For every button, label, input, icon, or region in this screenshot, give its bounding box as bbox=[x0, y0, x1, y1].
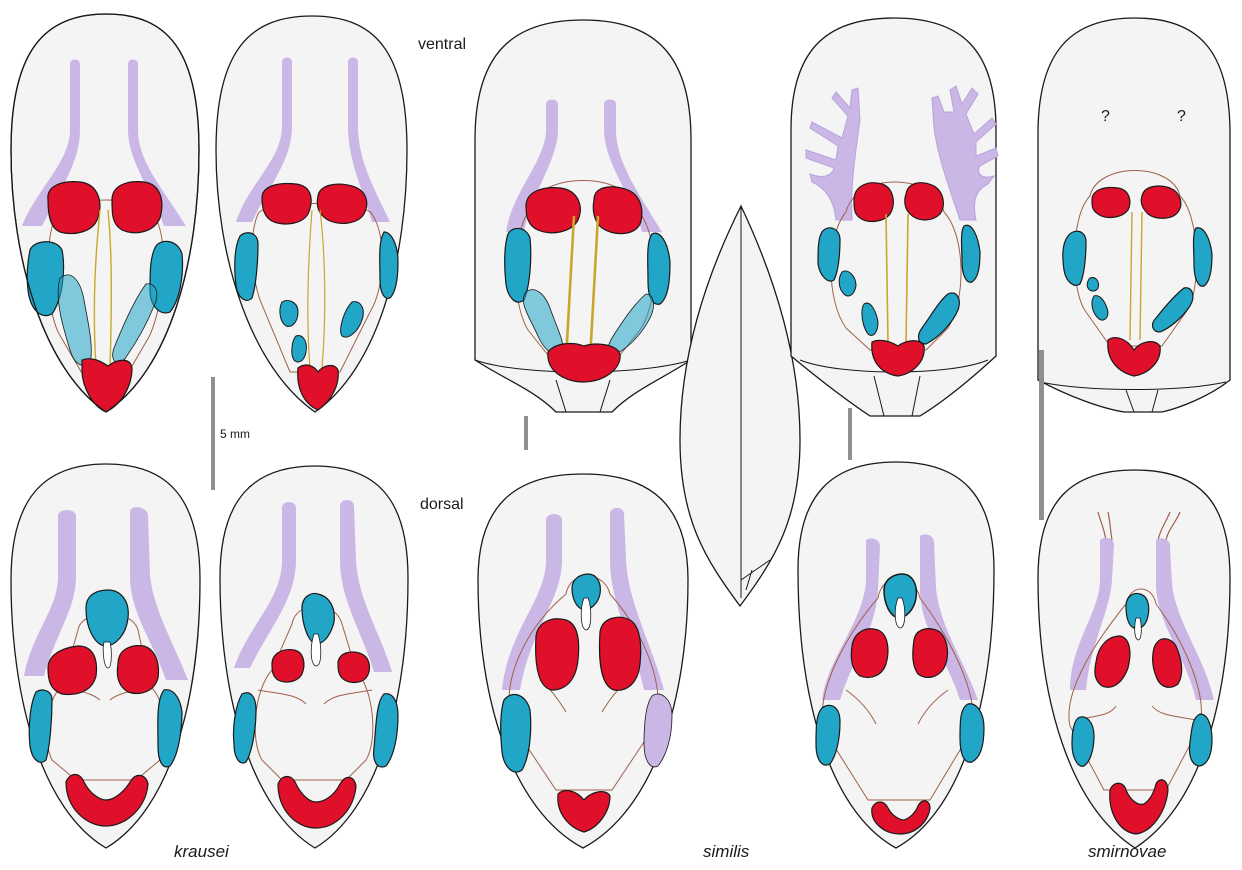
white-cavity bbox=[895, 598, 905, 628]
krausei-dorsal-specimen-1 bbox=[11, 464, 200, 848]
question-mark-right: ? bbox=[1177, 108, 1186, 126]
red-muscle-left bbox=[48, 646, 96, 694]
red-muscle-right bbox=[117, 646, 158, 694]
scale-bar-smirnovae bbox=[1039, 350, 1044, 520]
red-muscle-left bbox=[272, 650, 304, 682]
red-muscle-right bbox=[317, 184, 366, 223]
white-cavity bbox=[1135, 618, 1142, 640]
blue-muscle-right bbox=[158, 690, 182, 767]
question-mark-left: ? bbox=[1101, 108, 1110, 126]
blue-spot-left-1 bbox=[280, 300, 298, 326]
red-muscle-posterior bbox=[82, 359, 132, 412]
blue-muscle-right bbox=[960, 704, 984, 763]
red-muscle-left bbox=[262, 184, 311, 224]
red-muscle-right bbox=[338, 652, 369, 682]
red-muscle-right bbox=[913, 629, 948, 678]
scale-bar-similis-1 bbox=[524, 416, 528, 450]
shell-outline bbox=[1038, 470, 1230, 848]
red-muscle-right bbox=[1141, 186, 1181, 218]
blue-muscle-left bbox=[235, 233, 258, 301]
similis-dorsal-specimen bbox=[478, 474, 688, 848]
red-muscle-right bbox=[905, 183, 944, 220]
blue-muscle-left bbox=[29, 690, 52, 762]
ventral-label: ventral bbox=[418, 36, 466, 54]
krausei-ventral-specimen-2 bbox=[216, 16, 407, 412]
blue-spot-left-2 bbox=[292, 336, 307, 362]
krausei-dorsal-specimen-2 bbox=[220, 466, 408, 848]
red-muscle-right bbox=[600, 617, 641, 690]
blue-muscle-left bbox=[501, 695, 531, 772]
blue-muscle-left bbox=[818, 228, 840, 281]
red-muscle-left bbox=[536, 619, 579, 690]
dorsal-label: dorsal bbox=[420, 496, 464, 514]
red-muscle-right bbox=[593, 187, 642, 234]
red-muscle-left bbox=[48, 182, 100, 234]
similis-dorsal-specimen-2 bbox=[798, 462, 994, 848]
white-cavity bbox=[311, 634, 321, 666]
taxon-label-krausei: krausei bbox=[174, 842, 229, 862]
lavender-muscle-right-lower bbox=[644, 694, 672, 767]
smirnovae-ventral-specimen bbox=[1038, 18, 1230, 412]
taxon-label-smirnovae: smirnovae bbox=[1088, 842, 1166, 862]
blue-muscle-left bbox=[1063, 231, 1086, 285]
smirnovae-dorsal-specimen bbox=[1038, 470, 1230, 848]
white-cavity bbox=[581, 598, 591, 630]
taxon-label-similis: similis bbox=[703, 842, 749, 862]
scale-bar-similis-2 bbox=[848, 408, 852, 460]
blue-spot-left-1 bbox=[1087, 278, 1098, 291]
blade-shape bbox=[680, 206, 800, 606]
red-muscle-left bbox=[854, 183, 893, 222]
similis-ventral-specimen bbox=[475, 20, 691, 412]
red-muscle-right bbox=[112, 182, 162, 233]
shell-outline bbox=[798, 462, 994, 848]
krausei-ventral-specimen-1 bbox=[11, 14, 199, 412]
red-muscle-left bbox=[526, 188, 580, 233]
blade-outline bbox=[680, 206, 800, 606]
scale-label: 5 mm bbox=[220, 427, 250, 441]
similis-ventral-specimen-2 bbox=[791, 18, 998, 416]
red-muscle-left bbox=[851, 629, 888, 678]
scale-bar-krausei bbox=[211, 377, 215, 490]
red-muscle-left bbox=[1092, 188, 1130, 218]
